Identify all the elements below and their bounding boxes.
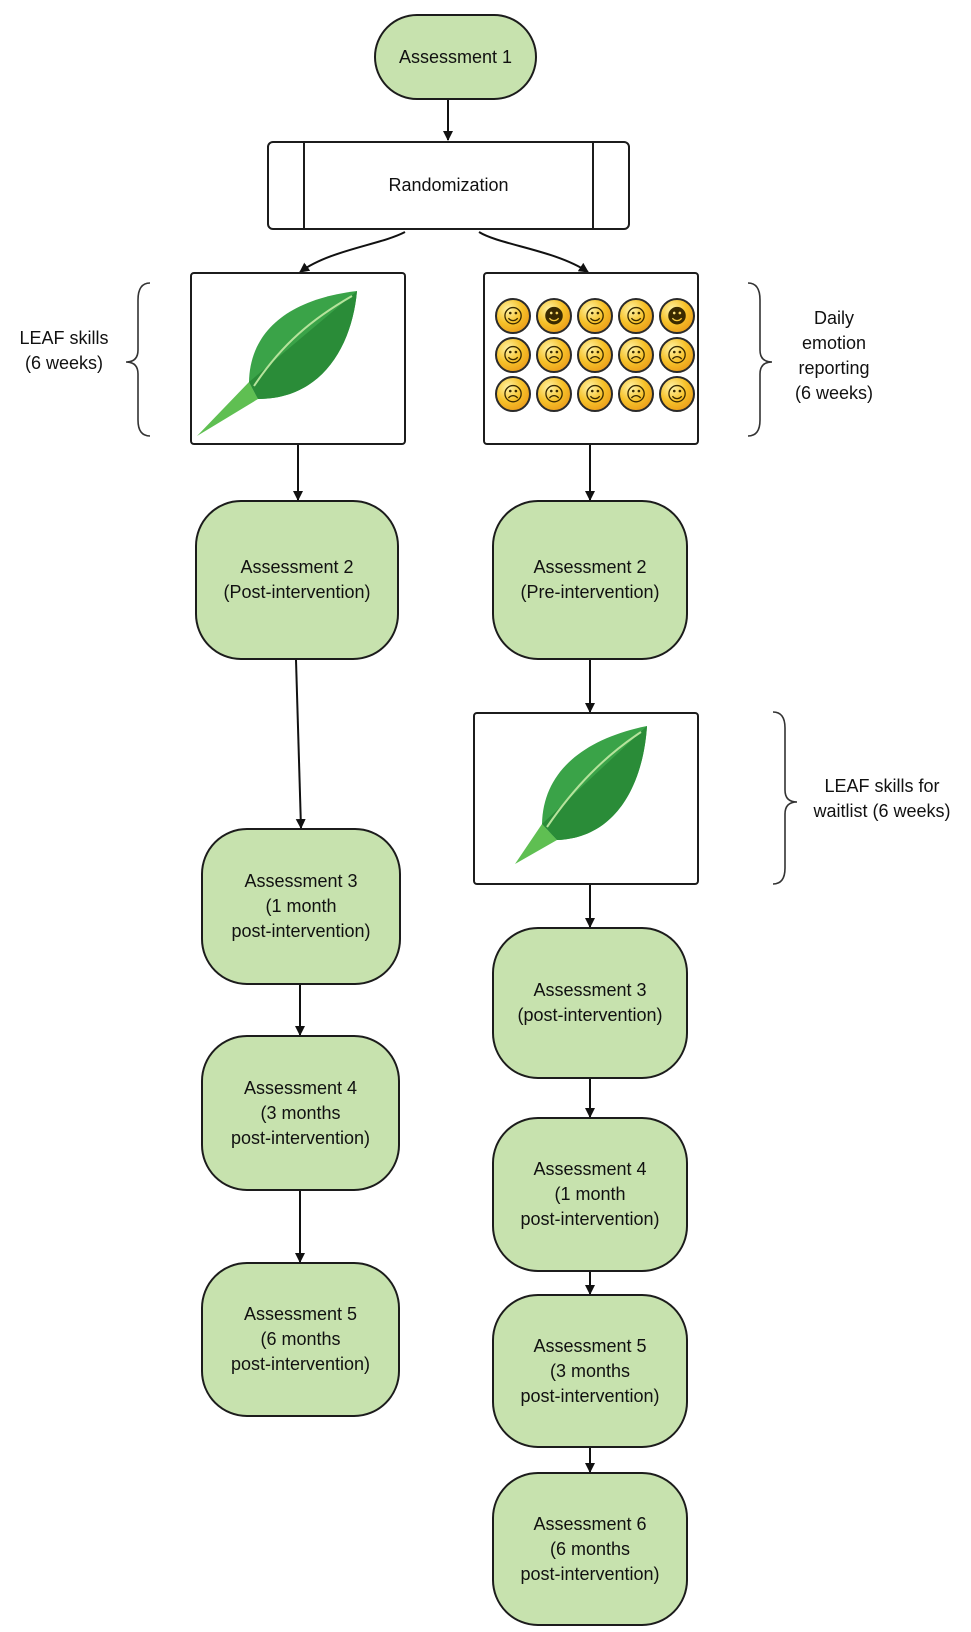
left-intervention-line-1: LEAF skills: [19, 328, 109, 348]
emoji-faces-icon: ☺ ☻ ☺ ☺ ☻ ☺ ☹ ☹ ☹ ☹ ☹ ☹ ☺ ☹ ☺: [495, 298, 707, 412]
randomization-box: Randomization: [267, 141, 630, 230]
node-line: (3 months: [549, 1360, 631, 1381]
emoji-face: ☺: [577, 298, 613, 334]
brace-right-emoji: [747, 282, 773, 437]
right-assessment-5-node: Assessment 5 (3 months post-intervention…: [492, 1294, 688, 1448]
daily-reporting-label: Daily emotion reporting (6 weeks): [774, 306, 894, 406]
right-assessment-3-node: Assessment 3 (post-intervention): [492, 927, 688, 1079]
left-assessment-3-node: Assessment 3 (1 month post-intervention): [201, 828, 401, 985]
randomization-label: Randomization: [388, 175, 509, 195]
brace-right-waitlist: [772, 711, 798, 885]
left-assessment-2-node: Assessment 2 (Post-intervention): [195, 500, 399, 660]
reporting-line-4: (6 weeks): [794, 383, 874, 403]
left-leaf-box: [190, 272, 406, 445]
right-assessment-2-node: Assessment 2 (Pre-intervention): [492, 500, 688, 660]
emoji-face: ☹: [618, 337, 654, 373]
emoji-face: ☹: [536, 337, 572, 373]
arrow-randomization-to-left: [299, 231, 406, 273]
node-line: post-intervention): [230, 1127, 371, 1148]
emoji-face: ☹: [495, 376, 531, 412]
waitlist-leaf-box: [473, 712, 699, 885]
node-line: (6 months: [260, 1329, 341, 1349]
brace-left-leaf: [125, 282, 151, 437]
emoji-face: ☻: [536, 298, 572, 334]
process-bar-right: [592, 143, 594, 228]
emoji-face: ☻: [659, 298, 695, 334]
assessment-1-label: Assessment 1: [398, 46, 513, 67]
process-bar-left: [303, 143, 305, 228]
left-intervention-line-2: (6 weeks): [24, 353, 104, 373]
node-line: Assessment 3: [533, 980, 647, 1000]
arrow-left-a2-to-a3: [295, 659, 306, 829]
emoji-face: ☺: [495, 337, 531, 373]
node-line: post-intervention): [520, 1385, 660, 1406]
emoji-face: ☹: [577, 337, 613, 373]
left-assessment-4-node: Assessment 4 (3 months post-intervention…: [201, 1035, 400, 1191]
left-intervention-label: LEAF skills (6 weeks): [12, 326, 116, 376]
waitlist-label: LEAF skills for waitlist (6 weeks): [797, 774, 967, 824]
node-line: Assessment 4: [533, 1159, 647, 1179]
reporting-line-2: emotion: [801, 333, 867, 353]
left-assessment-5-node: Assessment 5 (6 months post-intervention…: [201, 1262, 400, 1417]
node-line: Assessment 2: [533, 557, 647, 577]
right-assessment-6-node: Assessment 6 (6 months post-intervention…: [492, 1472, 688, 1626]
node-line: (Post-intervention): [223, 582, 371, 602]
emoji-face: ☹: [659, 337, 695, 373]
emoji-face: ☺: [618, 298, 654, 334]
emoji-face: ☺: [659, 376, 695, 412]
emoji-box: ☺ ☻ ☺ ☺ ☻ ☺ ☹ ☹ ☹ ☹ ☹ ☹ ☺ ☹ ☺: [483, 272, 699, 445]
right-assessment-4-node: Assessment 4 (1 month post-intervention): [492, 1117, 688, 1272]
node-line: Assessment 4: [243, 1077, 358, 1098]
leaf-icon: [515, 726, 647, 864]
node-line: Assessment 5: [533, 1335, 647, 1356]
node-line: Assessment 6: [533, 1513, 647, 1534]
emoji-face: ☺: [495, 298, 531, 334]
node-line: Assessment 3: [244, 871, 358, 891]
reporting-line-1: Daily: [813, 308, 854, 328]
emoji-face: ☹: [618, 376, 654, 412]
node-line: post-intervention): [520, 1563, 660, 1584]
arrow-randomization-to-right: [478, 231, 589, 273]
node-line: Assessment 5: [243, 1304, 358, 1324]
node-line: post-intervention): [520, 1209, 660, 1229]
node-line: post-intervention): [230, 1354, 371, 1374]
emoji-face: ☺: [577, 376, 613, 412]
node-line: post-intervention): [231, 921, 371, 941]
emoji-face: ☹: [536, 376, 572, 412]
node-line: (Pre-intervention): [520, 582, 660, 602]
node-line: (post-intervention): [517, 1005, 663, 1025]
reporting-line-3: reporting: [798, 358, 870, 378]
node-line: (1 month: [265, 896, 337, 916]
node-line: (6 months: [549, 1538, 631, 1559]
assessment-1-node: Assessment 1: [374, 14, 537, 100]
leaf-icon: [197, 291, 357, 436]
node-line: Assessment 2: [240, 557, 354, 577]
waitlist-line-2: waitlist (6 weeks): [813, 801, 951, 821]
waitlist-line-1: LEAF skills for: [824, 776, 940, 796]
node-line: (1 month: [554, 1184, 626, 1204]
node-line: (3 months: [260, 1102, 341, 1123]
